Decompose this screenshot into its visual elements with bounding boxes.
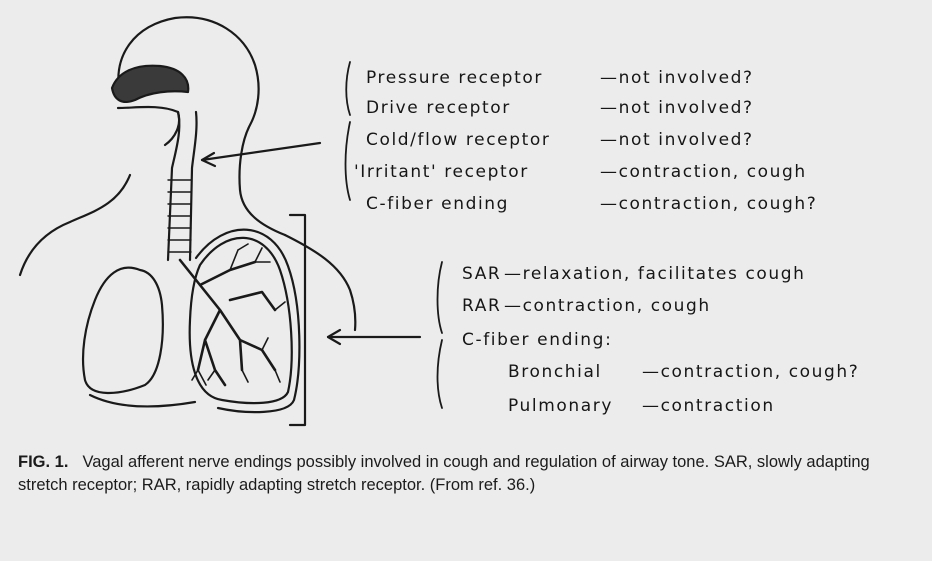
c-fiber-bronchial-name: Bronchial <box>508 362 602 382</box>
upper-receptor-2-name: Drive receptor <box>366 98 511 118</box>
right-lung <box>190 238 292 403</box>
left-lung <box>83 268 163 393</box>
upper-receptor-3-name: Cold/flow receptor <box>366 130 550 150</box>
upper-receptor-2-effect: —not involved? <box>600 98 754 118</box>
right-lung-pleura <box>196 230 299 412</box>
c-fiber-pulmonary-name: Pulmonary <box>508 396 613 416</box>
lower-brace <box>438 262 443 408</box>
nasal-cavity <box>112 66 188 102</box>
upper-receptor-1-effect: —not involved? <box>600 68 754 88</box>
upper-receptor-4-effect: —contraction, cough <box>600 162 807 182</box>
c-fiber-heading: C-fiber ending: <box>462 330 612 350</box>
upper-airway-arrow <box>202 143 320 160</box>
lower-receptor-1-name: SAR <box>462 264 501 284</box>
figure-caption: FIG. 1.Vagal afferent nerve endings poss… <box>18 451 918 497</box>
upper-receptor-4-name: 'Irritant' receptor <box>354 162 529 182</box>
lower-receptor-1-effect: —relaxation, facilitates cough <box>504 264 806 284</box>
bronchial-tree <box>180 260 275 385</box>
upper-receptor-1-name: Pressure receptor <box>366 68 543 88</box>
c-fiber-bronchial-effect: —contraction, cough? <box>642 362 859 382</box>
head-outline <box>118 17 285 235</box>
oral-cavity <box>118 107 179 145</box>
right-shoulder-outline <box>285 235 355 330</box>
caption-text: Vagal afferent nerve endings possibly in… <box>18 453 870 494</box>
upper-receptor-5-effect: —contraction, cough? <box>600 194 817 214</box>
lower-receptor-2-name: RAR <box>462 296 501 316</box>
upper-brace <box>346 62 351 200</box>
c-fiber-pulmonary-effect: —contraction <box>642 396 775 416</box>
upper-receptor-3-effect: —not involved? <box>600 130 754 150</box>
torso-outline <box>20 175 130 275</box>
upper-receptor-5-name: C-fiber ending <box>366 194 509 214</box>
figure-label: FIG. 1. <box>18 453 68 471</box>
lower-receptor-2-effect: —contraction, cough <box>504 296 711 316</box>
diaphragm <box>90 395 195 406</box>
trachea <box>168 112 197 260</box>
